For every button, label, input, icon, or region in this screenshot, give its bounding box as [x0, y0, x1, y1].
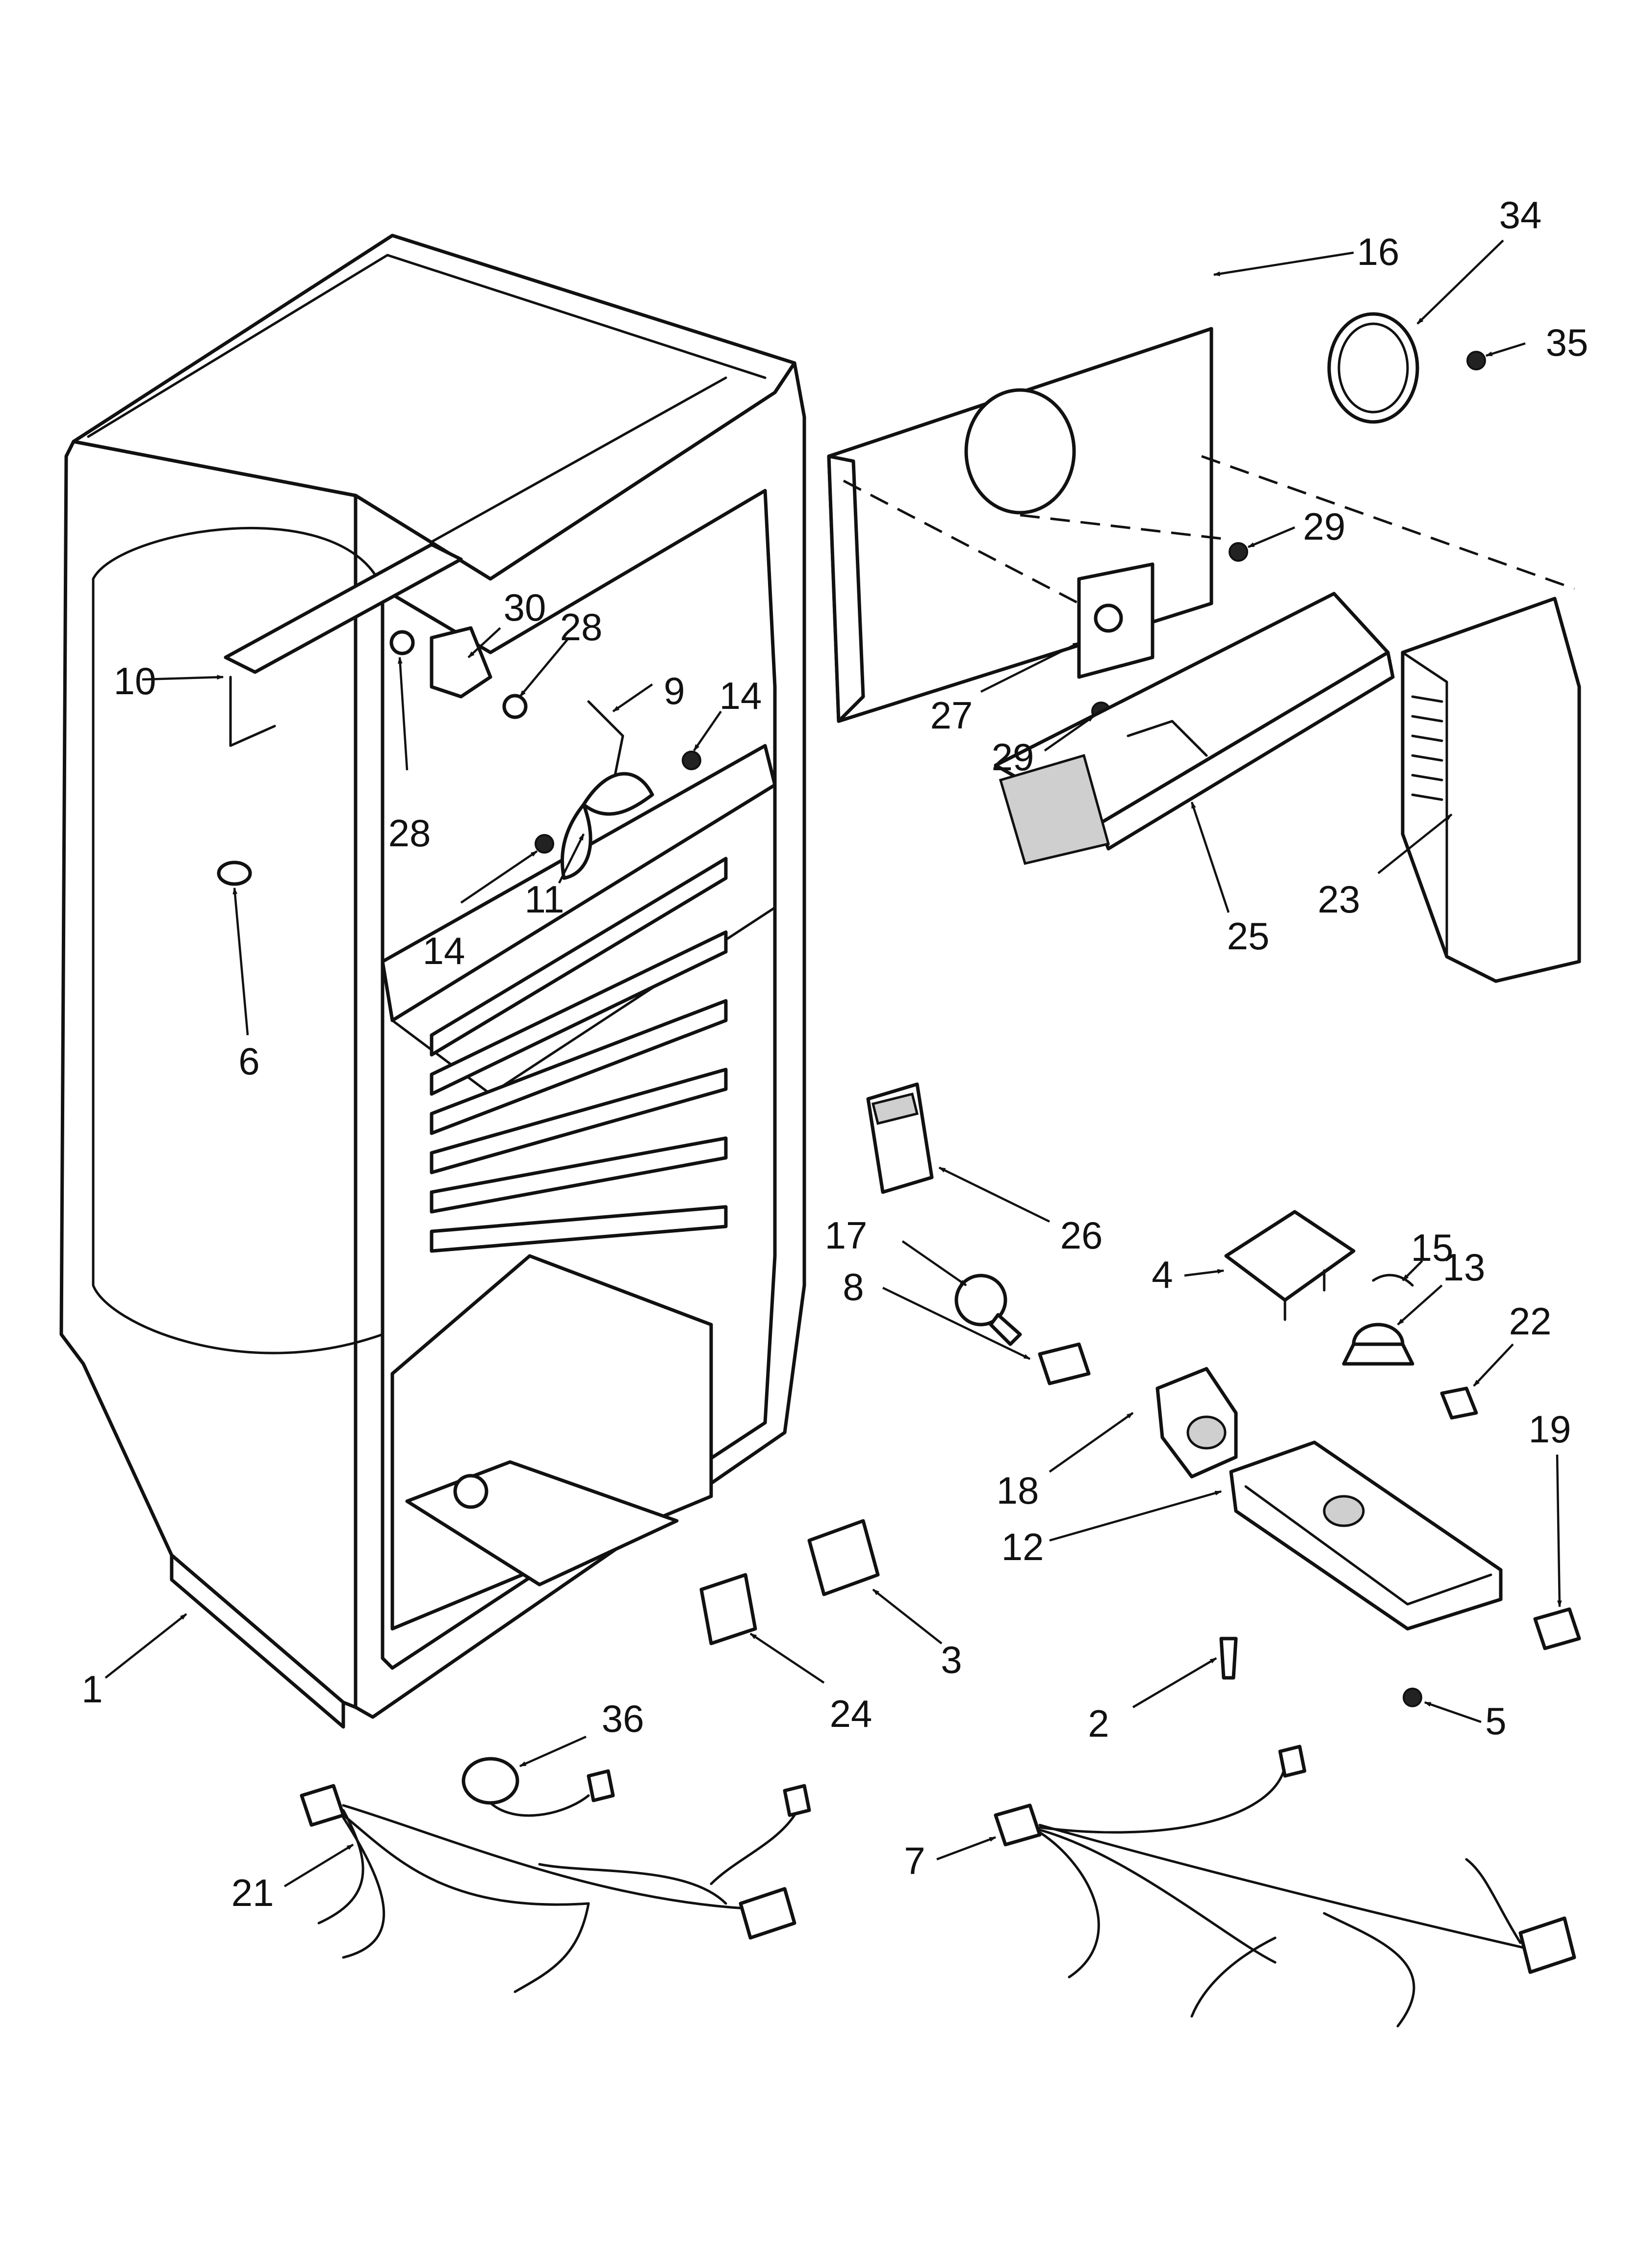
- callout-1: 1: [81, 1668, 103, 1711]
- callout-26: 26: [1060, 1214, 1103, 1257]
- callout-3: 3: [941, 1638, 962, 1681]
- callout-25: 25: [1227, 914, 1270, 958]
- callout-11: 11: [525, 878, 564, 921]
- wire-harnesses: [300, 1745, 1576, 2028]
- callout-28-upper: 28: [560, 605, 603, 649]
- callout-22: 22: [1509, 1300, 1552, 1343]
- callout-21: 21: [231, 1871, 274, 1914]
- cabinet-liner: [59, 234, 806, 1729]
- callout-30: 30: [504, 586, 546, 629]
- callout-28-lower: 28: [388, 811, 431, 855]
- callout-17: 17: [825, 1214, 868, 1257]
- callout-27: 27: [930, 694, 973, 737]
- callout-12: 12: [1001, 1525, 1044, 1568]
- callout-labels: 1 2 3 4 5 6 7 8 9 10 11 12 13 14 14 15 1…: [81, 193, 1588, 1914]
- callout-29-upper: 29: [1303, 505, 1346, 548]
- callout-8: 8: [843, 1265, 864, 1308]
- callout-19: 19: [1529, 1408, 1571, 1451]
- callout-7: 7: [904, 1839, 925, 1882]
- callout-18: 18: [997, 1469, 1039, 1512]
- callout-10: 10: [114, 659, 156, 703]
- callout-15: 15: [1411, 1226, 1454, 1269]
- air-duct-panel: [827, 312, 1575, 723]
- callout-14-upper: 14: [719, 674, 762, 717]
- callout-5: 5: [1485, 1699, 1506, 1743]
- callout-14-lower: 14: [423, 929, 465, 972]
- callout-9: 9: [664, 669, 685, 712]
- callout-2: 2: [1088, 1702, 1109, 1745]
- callout-4: 4: [1152, 1253, 1173, 1296]
- callout-34: 34: [1499, 193, 1542, 236]
- control-housing: [1401, 597, 1581, 983]
- callout-16: 16: [1357, 230, 1400, 273]
- callout-36: 36: [602, 1697, 644, 1740]
- light-cover: [994, 592, 1395, 865]
- callout-6: 6: [238, 1040, 259, 1083]
- callout-13: 13: [1443, 1246, 1486, 1289]
- callout-24: 24: [830, 1692, 872, 1735]
- callout-29-lower: 29: [992, 735, 1034, 779]
- leader-lines: [104, 239, 1562, 1887]
- callout-35: 35: [1546, 321, 1589, 364]
- callout-23: 23: [1318, 878, 1360, 921]
- small-parts: [699, 1082, 1581, 1707]
